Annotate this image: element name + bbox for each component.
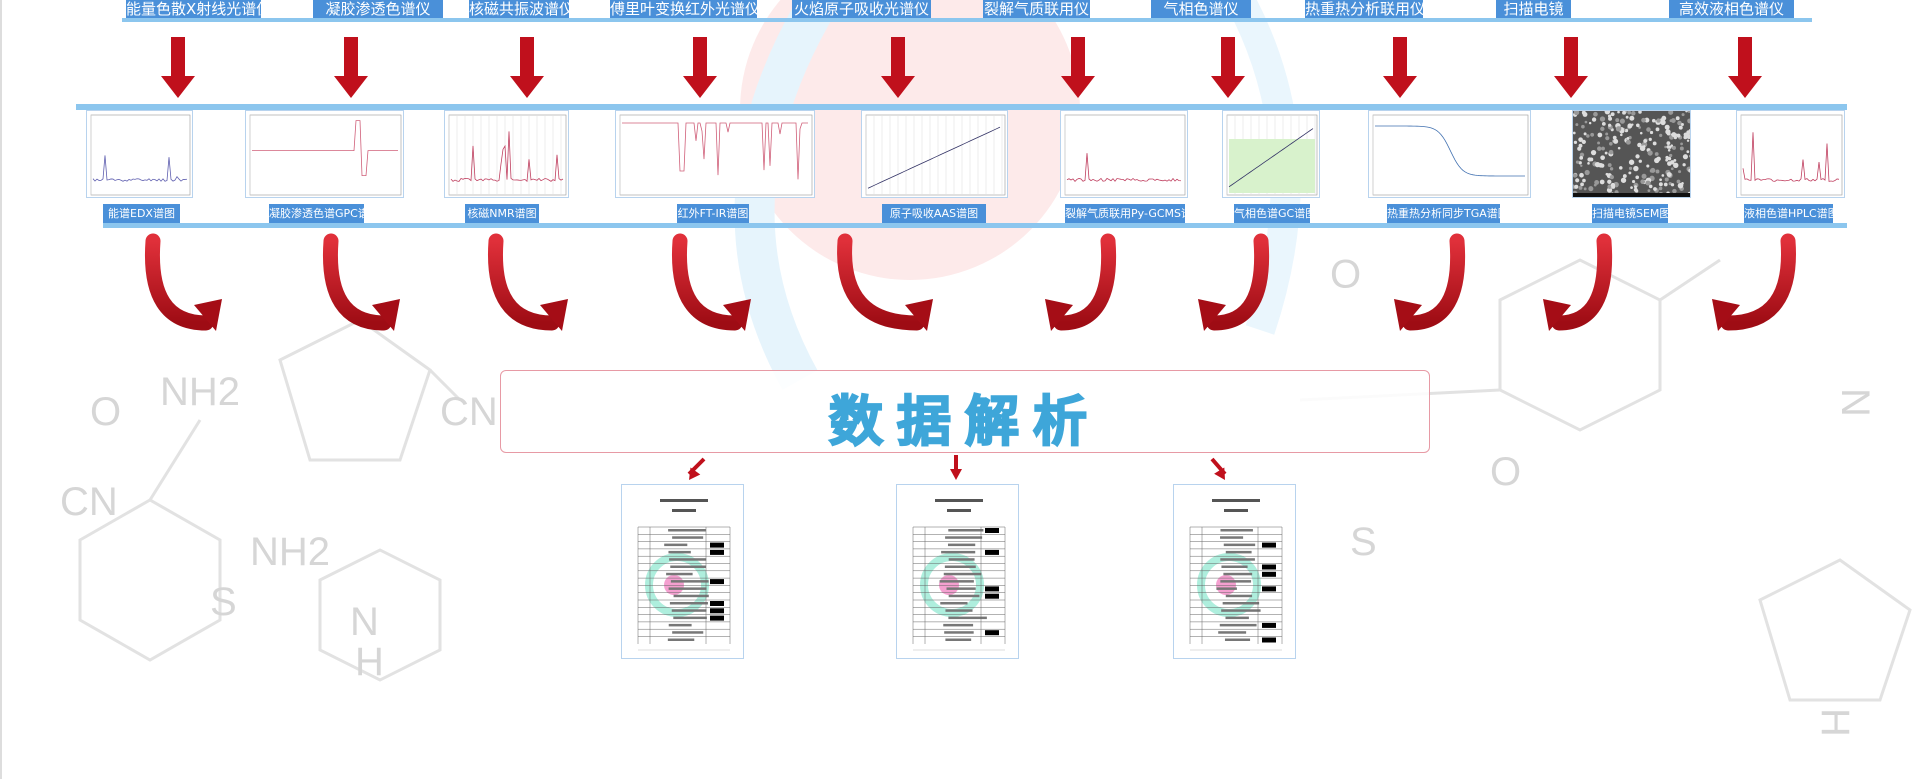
curved-arrow-head-icon xyxy=(1394,299,1422,331)
instrument-label: 能量色散X射线光谱仪 xyxy=(126,0,261,19)
instrument-label: 核磁共振波谱仪 xyxy=(469,0,569,19)
spectrum-caption: 气相色谱GC谱图 xyxy=(1234,204,1310,223)
spectrum-caption: 热重热分析同步TGA谱图 xyxy=(1387,204,1500,223)
left-border xyxy=(0,0,2,779)
down-arrow-head-icon xyxy=(510,76,544,98)
down-arrow-head-icon xyxy=(1061,76,1095,98)
spectrum-caption: 能谱EDX谱图 xyxy=(103,204,180,223)
curved-arrow-icon xyxy=(322,233,392,331)
spectrum-caption: 凝胶渗透色谱GPC谱图 xyxy=(269,204,364,223)
curved-arrow-head-icon xyxy=(1543,299,1571,331)
down-arrow-icon xyxy=(520,37,534,79)
background-glyph: NH2 xyxy=(160,370,241,414)
down-arrow-head-icon xyxy=(881,76,915,98)
spectrum-thumbnail-gcms[interactable] xyxy=(1060,110,1188,198)
down-arrow-head-icon xyxy=(1728,76,1762,98)
data-analysis-title: 数据解析 xyxy=(828,389,1101,454)
down-arrow-icon xyxy=(344,37,358,79)
spectrum-caption: 裂解气质联用Py-GCMS谱图 xyxy=(1065,204,1185,223)
spectrum-thumbnail-aas[interactable] xyxy=(861,110,1008,198)
curved-arrow-head-icon xyxy=(1198,299,1226,331)
down-arrow-head-icon xyxy=(1383,76,1417,98)
spectrum-caption: 原子吸收AAS谱图 xyxy=(882,204,986,223)
curved-arrow-head-icon xyxy=(723,299,751,331)
report-arrow-head-icon xyxy=(1214,467,1225,480)
curved-arrow-icon xyxy=(1402,233,1466,331)
background-glyph: NH2 xyxy=(250,530,331,574)
spectrum-thumbnail-hplc[interactable] xyxy=(1736,110,1845,198)
spectrum-thumbnail-edx[interactable] xyxy=(86,110,193,198)
down-arrow-icon xyxy=(1071,37,1085,79)
spectrum-thumbnail-sem[interactable] xyxy=(1572,110,1691,198)
background-glyph: S xyxy=(1350,520,1377,564)
spectra-top-band xyxy=(76,104,1847,110)
background-glyph: CN xyxy=(60,480,118,524)
instrument-label: 热重热分析联用仪 xyxy=(1305,0,1423,19)
spectrum-caption: 核磁NMR谱图 xyxy=(465,204,539,223)
spectrum-thumbnail-tga[interactable] xyxy=(1368,110,1531,198)
down-arrow-icon xyxy=(171,37,185,79)
spectrum-caption: 液相色谱HPLC谱图 xyxy=(1744,204,1833,223)
analysis-report-thumbnail[interactable] xyxy=(621,484,744,659)
down-arrow-icon xyxy=(1738,37,1752,79)
curved-arrow-icon xyxy=(1551,233,1613,331)
down-arrow-head-icon xyxy=(161,76,195,98)
curved-arrow-icon xyxy=(144,233,214,331)
background-glyph: N xyxy=(350,600,379,644)
analysis-report-thumbnail[interactable] xyxy=(896,484,1019,659)
background-glyph: H xyxy=(355,640,384,684)
background-glyph: O xyxy=(1490,450,1522,494)
spectrum-caption: 扫描电镜SEM图 xyxy=(1592,204,1668,223)
curved-arrow-head-icon xyxy=(1712,299,1740,331)
curved-arrow-head-icon xyxy=(540,299,568,331)
spectrum-thumbnail-nmr[interactable] xyxy=(444,110,569,198)
report-arrow-head-icon xyxy=(689,467,701,480)
report-arrow-head-icon xyxy=(950,469,962,480)
data-analysis-panel: 数据解析 xyxy=(500,370,1430,454)
down-arrow-icon xyxy=(1393,37,1407,79)
curved-arrow-head-icon xyxy=(905,299,933,331)
curved-arrow-head-icon xyxy=(1045,299,1073,331)
down-arrow-icon xyxy=(693,37,707,79)
down-arrow-icon xyxy=(891,37,905,79)
curved-arrow-icon xyxy=(1720,233,1796,331)
instrument-label: 裂解气质联用仪 xyxy=(983,0,1090,19)
curved-arrow-icon xyxy=(487,233,560,331)
spectrum-thumbnail-gpc[interactable] xyxy=(245,110,404,198)
instrument-label: 傅里叶变换红外光谱仪 xyxy=(610,0,757,19)
down-arrow-icon xyxy=(1221,37,1235,79)
top-label-underline xyxy=(122,18,1812,22)
spectra-bottom-band xyxy=(103,223,1847,228)
instrument-label: 扫描电镜 xyxy=(1496,0,1571,19)
background-glyph: O xyxy=(90,390,122,434)
down-arrow-head-icon xyxy=(1554,76,1588,98)
down-arrow-icon xyxy=(1564,37,1578,79)
curved-arrow-icon xyxy=(671,233,743,331)
background-glyph: CN xyxy=(440,390,498,434)
curved-arrow-icon xyxy=(837,233,925,331)
spectrum-thumbnail-ir[interactable] xyxy=(615,110,815,198)
down-arrow-head-icon xyxy=(1211,76,1245,98)
down-arrow-head-icon xyxy=(334,76,368,98)
curved-arrow-icon xyxy=(1206,233,1270,331)
spectrum-thumbnail-gc[interactable] xyxy=(1222,110,1320,198)
curved-arrow-head-icon xyxy=(194,299,222,331)
instrument-label: 火焰原子吸收光谱仪 xyxy=(792,0,931,19)
spectrum-caption: 红外FT-IR谱图 xyxy=(677,204,749,223)
instrument-label: 凝胶渗透色谱仪 xyxy=(313,0,443,19)
instrument-label: 高效液相色谱仪 xyxy=(1669,0,1794,19)
down-arrow-head-icon xyxy=(683,76,717,98)
instrument-label: 气相色谱仪 xyxy=(1151,0,1251,19)
background-glyph: S xyxy=(210,580,237,624)
analysis-report-thumbnail[interactable] xyxy=(1173,484,1296,659)
curved-arrow-head-icon xyxy=(372,299,400,331)
curved-arrow-icon xyxy=(1053,233,1117,331)
